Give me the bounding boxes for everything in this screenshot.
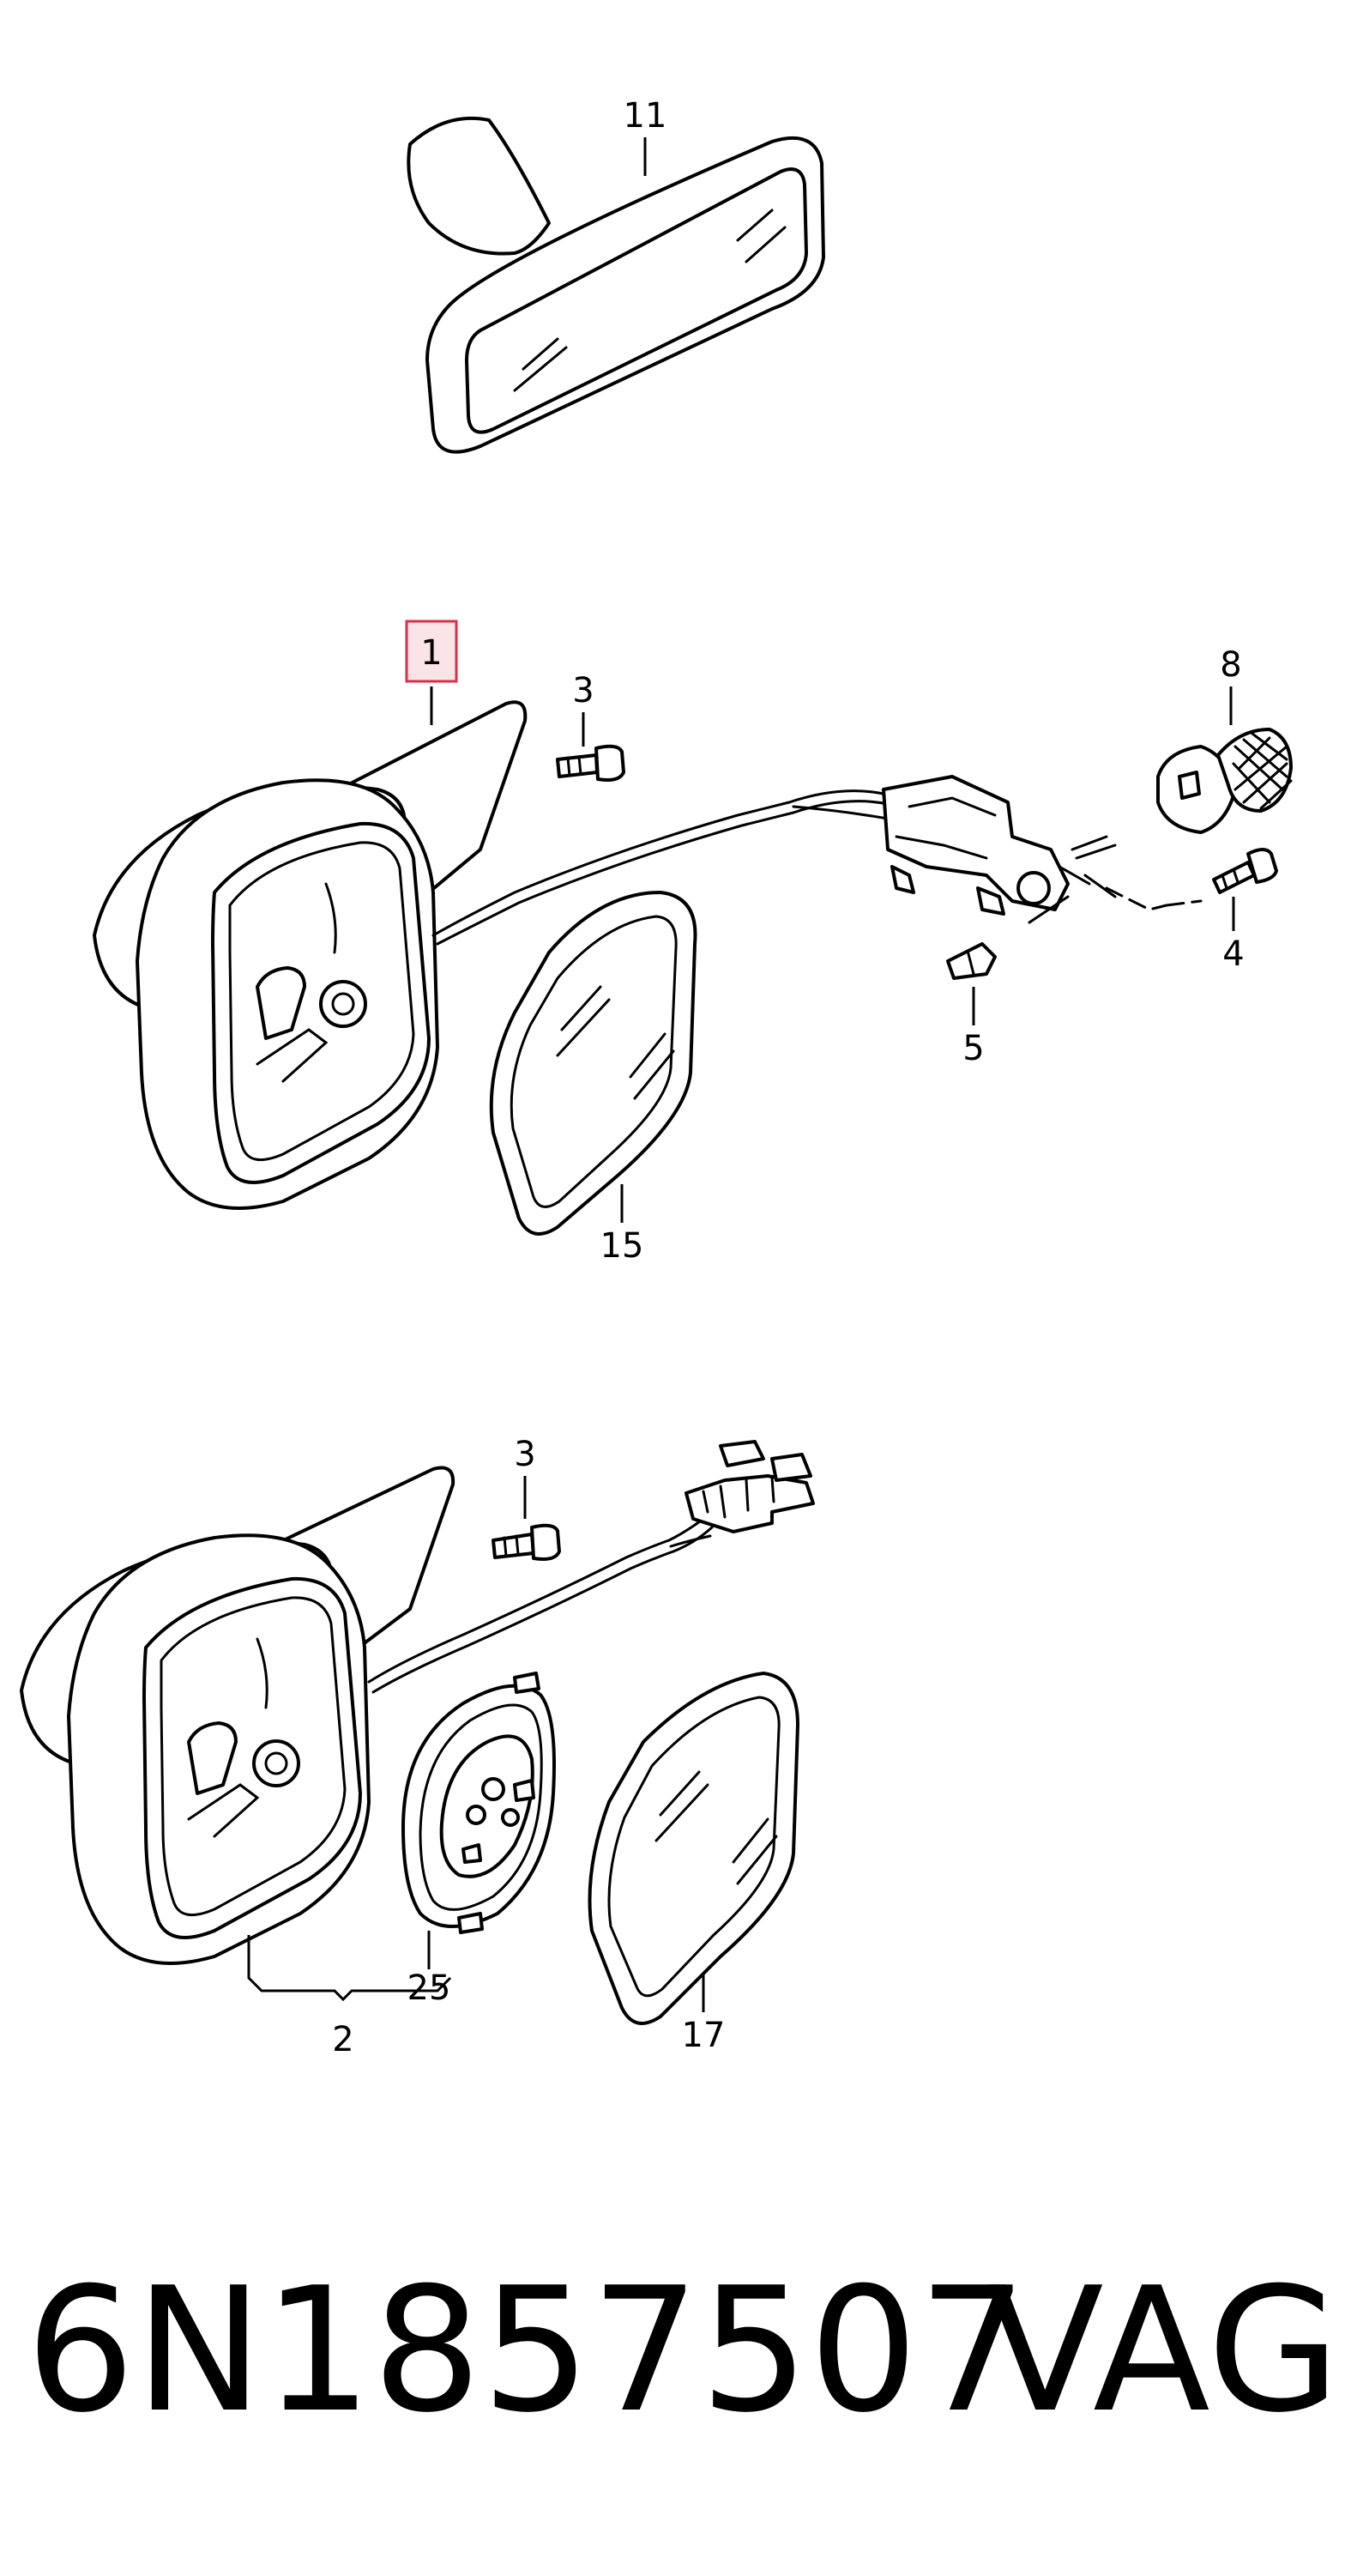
callout-11: 11 [624, 96, 667, 136]
group-bracket-2 [247, 1935, 452, 2002]
callout-4: 4 [1222, 934, 1244, 974]
footer-banner: 6N1857507 VAG [0, 2248, 1345, 2454]
mirror-base-triangle [337, 700, 528, 894]
adjuster-knob-8 [1156, 728, 1293, 834]
interior-mirror-glass [465, 167, 808, 434]
brand-name: VAG [986, 2251, 1341, 2451]
mirror-pivot-boss [319, 980, 367, 1028]
mirror2-pivot-boss [252, 1739, 300, 1787]
mirror-cable [431, 801, 791, 937]
callout-1-highlight-box [405, 620, 458, 683]
mirror2-base-triangle [273, 1466, 455, 1649]
exterior-mirror-manual-assembly [20, 1466, 675, 1965]
mirror2-cable [367, 1539, 671, 1684]
screw-3-upper [556, 744, 625, 782]
mirror2-housing-rim [142, 1576, 362, 1939]
mirror-actuator-mount [256, 966, 306, 1040]
callout-15: 15 [600, 1226, 644, 1266]
callout-5: 5 [962, 1029, 984, 1068]
mirror-glass-17 [588, 1672, 799, 2025]
callout-3-upper: 3 [572, 671, 594, 711]
screw-3-lower [492, 1523, 561, 1561]
part-number: 6N1857507 [26, 2251, 1028, 2451]
connector-plug-lower [667, 1440, 815, 1553]
mirror-housing-rim-inner [228, 841, 415, 1161]
mirror-glass-15 [489, 891, 697, 1236]
exterior-mirror-assembly [93, 700, 795, 1210]
screw-4 [1212, 848, 1278, 894]
callout-3-lower: 3 [514, 1435, 535, 1474]
callout-25: 25 [407, 1968, 451, 2008]
interior-mirror-mount [407, 116, 551, 256]
clip-5 [946, 942, 997, 980]
callout-17: 17 [682, 2016, 726, 2055]
callout-8: 8 [1220, 645, 1241, 685]
callout-1: 1 [420, 633, 442, 673]
interior-mirror-assembly [407, 116, 825, 454]
callout-2: 2 [332, 2020, 353, 2059]
electric-connector-assembly [787, 775, 1203, 924]
mirror-actuator-25 [401, 1672, 556, 1934]
